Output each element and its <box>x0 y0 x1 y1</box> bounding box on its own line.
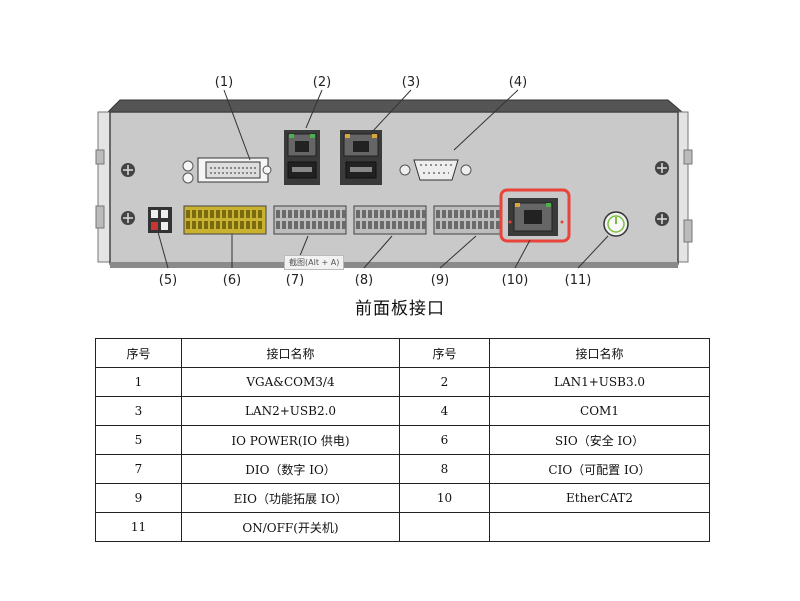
cell-index: 3 <box>95 396 182 426</box>
header-port-name: 接口名称 <box>489 338 710 368</box>
lan1-usb3-port <box>284 130 320 185</box>
callout-label: (6) <box>223 273 241 288</box>
side-screw <box>95 205 105 229</box>
callout-label: (4) <box>509 75 527 90</box>
cell-port-name: DIO（数字 IO） <box>181 454 400 484</box>
eio-terminal-block <box>433 205 501 235</box>
cell-port-name: IO POWER(IO 供电) <box>181 425 400 455</box>
callout-label: (11) <box>565 273 592 288</box>
cell-port-name: EIO（功能拓展 IO） <box>181 483 400 513</box>
screw-icon <box>121 163 135 177</box>
screw-icon <box>655 161 669 175</box>
table-header-row: 序号 接口名称 序号 接口名称 <box>95 338 710 368</box>
cell-index: 8 <box>399 454 490 484</box>
screenshot-tooltip: 截图(Alt + A) <box>284 255 345 270</box>
screw-icon <box>121 211 135 225</box>
figure-caption: 前面板接口 <box>355 299 445 319</box>
cell-index <box>399 512 490 542</box>
callout-label: (9) <box>431 273 449 288</box>
cell-index: 11 <box>95 512 182 542</box>
cell-port-name: SIO（安全 IO） <box>489 425 710 455</box>
cell-port-name: VGA&COM3/4 <box>181 367 400 397</box>
com1-db9-port <box>399 159 472 181</box>
cell-index: 2 <box>399 367 490 397</box>
cell-index: 6 <box>399 425 490 455</box>
cell-index: 10 <box>399 483 490 513</box>
cell-index: 9 <box>95 483 182 513</box>
cell-port-name: EtherCAT2 <box>489 483 710 513</box>
dio-terminal-block <box>273 205 347 235</box>
front-panel-diagram: (1) (2) (3) (4) (5) (6) (7) (8) (9) (10) (11) <box>95 75 693 288</box>
cell-index: 5 <box>95 425 182 455</box>
cell-port-name: CIO（可配置 IO） <box>489 454 710 484</box>
cell-index: 7 <box>95 454 182 484</box>
callout-label: (10) <box>502 273 529 288</box>
ethercat2-port <box>508 198 564 236</box>
callout-label: (1) <box>215 75 233 90</box>
callout-label: (5) <box>159 273 177 288</box>
chassis-top <box>106 99 684 113</box>
side-screw <box>683 219 693 243</box>
callout-label: (2) <box>313 75 331 90</box>
screw-icon <box>655 212 669 226</box>
cio-terminal-block <box>353 205 427 235</box>
side-screw <box>95 149 105 165</box>
cell-index: 1 <box>95 367 182 397</box>
lan2-usb2-port <box>340 130 382 185</box>
vga-com-connector <box>182 157 272 184</box>
header-index: 序号 <box>399 338 490 368</box>
callout-label: (8) <box>355 273 373 288</box>
cell-port-name: LAN2+USB2.0 <box>181 396 400 426</box>
sio-terminal-block <box>183 205 267 235</box>
callout-label: (3) <box>402 75 420 90</box>
side-screw <box>683 149 693 165</box>
cell-port-name: LAN1+USB3.0 <box>489 367 710 397</box>
cell-port-name <box>489 512 710 542</box>
header-port-name: 接口名称 <box>181 338 400 368</box>
cell-port-name: ON/OFF(开关机) <box>181 512 400 542</box>
front-panel <box>109 111 679 265</box>
callout-label: (7) <box>286 273 304 288</box>
ethercat2-highlight <box>499 188 571 243</box>
io-power-terminal <box>148 207 172 233</box>
header-index: 序号 <box>95 338 182 368</box>
cell-port-name: COM1 <box>489 396 710 426</box>
cell-index: 4 <box>399 396 490 426</box>
chassis-side-left <box>97 111 111 263</box>
power-button-icon <box>603 211 629 237</box>
